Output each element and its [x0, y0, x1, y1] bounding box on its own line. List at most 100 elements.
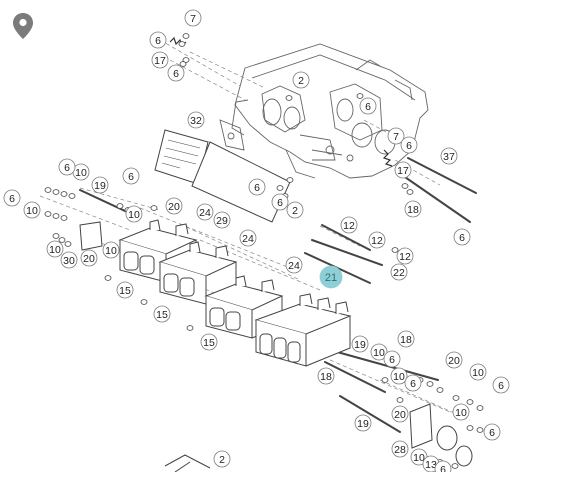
callout-circle[interactable]: [286, 201, 304, 219]
callout-15[interactable]: 15: [153, 305, 171, 323]
callout-circle[interactable]: [453, 228, 471, 246]
callout-circle[interactable]: [483, 423, 501, 441]
callout-circle[interactable]: [102, 241, 120, 259]
callout-6[interactable]: 6: [404, 374, 422, 392]
callout-18[interactable]: 18: [397, 330, 415, 348]
callout-6[interactable]: 6: [383, 350, 401, 368]
callout-circle[interactable]: [394, 161, 412, 179]
callout-circle[interactable]: [3, 189, 21, 207]
callout-circle[interactable]: [248, 178, 266, 196]
callout-circle[interactable]: [396, 247, 414, 265]
callout-circle[interactable]: [239, 229, 257, 247]
callout-19[interactable]: 19: [91, 176, 109, 194]
location-pin-icon[interactable]: [12, 12, 34, 40]
callout-6[interactable]: 6: [271, 193, 289, 211]
callout-12[interactable]: 12: [368, 231, 386, 249]
callout-6[interactable]: 6: [149, 31, 167, 49]
callout-24[interactable]: 24: [239, 229, 257, 247]
callout-32[interactable]: 32: [187, 111, 205, 129]
callout-circle[interactable]: [200, 333, 218, 351]
callout-circle[interactable]: [271, 193, 289, 211]
callout-circle[interactable]: [354, 414, 372, 432]
callout-6[interactable]: 6: [248, 178, 266, 196]
callout-circle[interactable]: [213, 211, 231, 229]
callout-10[interactable]: 10: [72, 163, 90, 181]
callout-circle[interactable]: [116, 281, 134, 299]
callout-circle[interactable]: [80, 249, 98, 267]
callout-10[interactable]: 10: [452, 403, 470, 421]
callout-10[interactable]: 10: [390, 367, 408, 385]
callout-circle[interactable]: [359, 97, 377, 115]
callout-circle[interactable]: [151, 51, 169, 69]
callout-circle[interactable]: [440, 147, 458, 165]
callout-2[interactable]: 2: [286, 201, 304, 219]
callout-circle[interactable]: [319, 265, 343, 289]
callout-circle[interactable]: [387, 127, 405, 145]
callout-circle[interactable]: [492, 376, 510, 394]
callout-7[interactable]: 7: [184, 9, 202, 27]
callout-circle[interactable]: [404, 200, 422, 218]
callout-circle[interactable]: [196, 203, 214, 221]
callout-17[interactable]: 17: [151, 51, 169, 69]
callout-10[interactable]: 10: [469, 363, 487, 381]
callout-circle[interactable]: [122, 167, 140, 185]
callout-circle[interactable]: [391, 405, 409, 423]
callout-15[interactable]: 15: [200, 333, 218, 351]
callout-circle[interactable]: [91, 176, 109, 194]
callout-20[interactable]: 20: [165, 197, 183, 215]
callout-circle[interactable]: [390, 263, 408, 281]
callout-circle[interactable]: [165, 197, 183, 215]
callout-7[interactable]: 7: [387, 127, 405, 145]
callout-6[interactable]: 6: [483, 423, 501, 441]
callout-circle[interactable]: [46, 240, 64, 258]
callout-28[interactable]: 28: [391, 440, 409, 458]
callout-circle[interactable]: [184, 9, 202, 27]
callout-22[interactable]: 22: [390, 263, 408, 281]
callout-20[interactable]: 20: [445, 351, 463, 369]
callout-37[interactable]: 37: [440, 147, 458, 165]
callout-circle[interactable]: [390, 367, 408, 385]
callout-20[interactable]: 20: [80, 249, 98, 267]
callout-circle[interactable]: [340, 216, 358, 234]
callout-circle[interactable]: [125, 205, 143, 223]
callout-circle[interactable]: [317, 367, 335, 385]
callout-6[interactable]: 6: [122, 167, 140, 185]
callout-circle[interactable]: [445, 351, 463, 369]
callout-17[interactable]: 17: [394, 161, 412, 179]
callout-circle[interactable]: [351, 335, 369, 353]
callout-19[interactable]: 19: [354, 414, 372, 432]
callout-circle[interactable]: [383, 350, 401, 368]
callout-15[interactable]: 15: [116, 281, 134, 299]
callout-circle[interactable]: [187, 111, 205, 129]
callout-6[interactable]: 6: [167, 64, 185, 82]
callout-6[interactable]: 6: [400, 136, 418, 154]
callout-circle[interactable]: [149, 31, 167, 49]
callout-2[interactable]: 2: [213, 450, 231, 468]
callout-18[interactable]: 18: [317, 367, 335, 385]
callout-20[interactable]: 20: [391, 405, 409, 423]
callout-29[interactable]: 29: [213, 211, 231, 229]
callout-circle[interactable]: [469, 363, 487, 381]
callout-6[interactable]: 6: [58, 158, 76, 176]
callout-21[interactable]: 21: [319, 265, 343, 289]
callout-circle[interactable]: [60, 251, 78, 269]
callout-circle[interactable]: [404, 374, 422, 392]
callout-circle[interactable]: [285, 256, 303, 274]
callout-circle[interactable]: [167, 64, 185, 82]
callout-19[interactable]: 19: [351, 335, 369, 353]
callout-10[interactable]: 10: [102, 241, 120, 259]
callout-circle[interactable]: [153, 305, 171, 323]
callout-circle[interactable]: [400, 136, 418, 154]
callout-10[interactable]: 10: [125, 205, 143, 223]
callout-circle[interactable]: [391, 440, 409, 458]
callout-18[interactable]: 18: [404, 200, 422, 218]
callout-circle[interactable]: [397, 330, 415, 348]
callout-circle[interactable]: [213, 450, 231, 468]
callout-10[interactable]: 10: [46, 240, 64, 258]
callout-6[interactable]: 6: [492, 376, 510, 394]
callout-10[interactable]: 10: [23, 201, 41, 219]
callout-circle[interactable]: [368, 231, 386, 249]
callout-2[interactable]: 2: [292, 71, 310, 89]
callout-30[interactable]: 30: [60, 251, 78, 269]
callout-12[interactable]: 12: [340, 216, 358, 234]
